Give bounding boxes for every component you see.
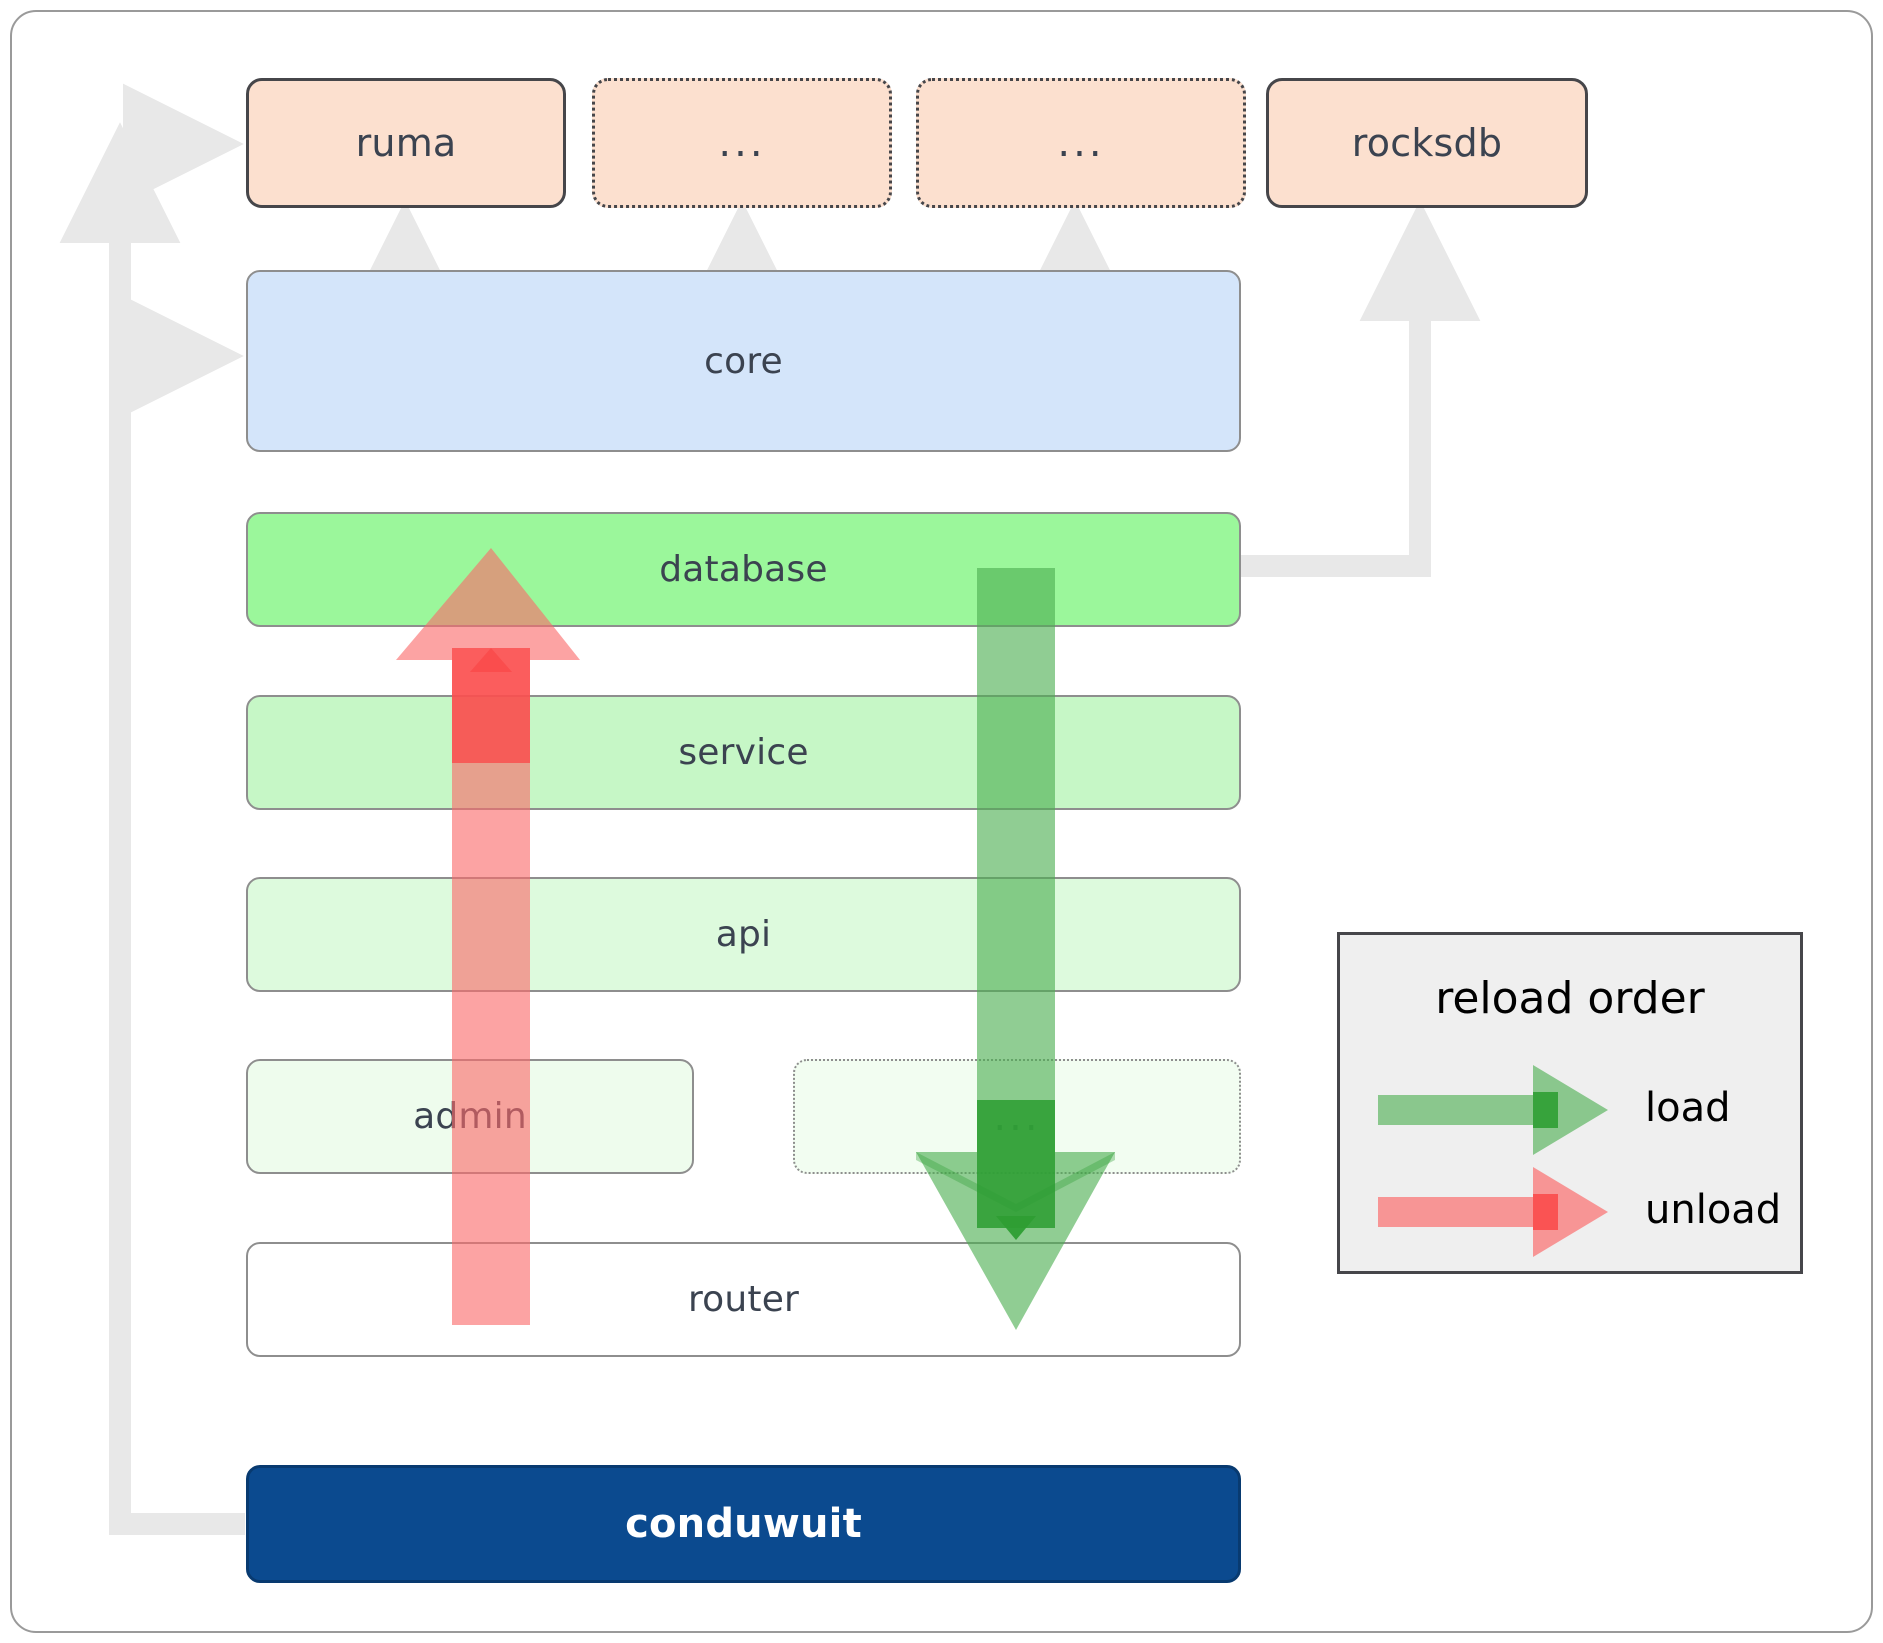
module-database[interactable]: database (246, 512, 1241, 627)
module-service[interactable]: service (246, 695, 1241, 810)
module-admin[interactable]: admin (246, 1059, 694, 1174)
binary-conduwuit-label: conduwuit (625, 1501, 862, 1547)
legend-load-arrow (1378, 1065, 1608, 1155)
legend-unload-arrow (1378, 1167, 1608, 1257)
crate-placeholder-2[interactable]: ... (916, 78, 1246, 208)
legend-load-arrow-body (1378, 1065, 1608, 1155)
legend-title: reload order (1435, 973, 1705, 1024)
legend: reload order load unload (1337, 932, 1803, 1274)
module-admin-label: admin (413, 1096, 527, 1137)
module-api[interactable]: api (246, 877, 1241, 992)
module-api-label: api (715, 914, 772, 955)
module-router[interactable]: router (246, 1242, 1241, 1357)
module-placeholder[interactable]: ... (793, 1059, 1241, 1174)
legend-unload-label: unload (1645, 1187, 1782, 1233)
module-router-label: router (687, 1279, 800, 1320)
crate-placeholder-2-label: ... (1057, 120, 1105, 166)
crate-ruma-label: ruma (355, 121, 457, 165)
crate-placeholder-1[interactable]: ... (592, 78, 892, 208)
legend-load-arrow-core (1533, 1092, 1558, 1128)
module-placeholder-label: ... (993, 1093, 1041, 1140)
legend-unload-arrow-body (1378, 1167, 1608, 1257)
binary-conduwuit[interactable]: conduwuit (246, 1465, 1241, 1583)
legend-unload-arrow-core (1533, 1194, 1558, 1230)
module-service-label: service (678, 732, 809, 773)
crate-ruma[interactable]: ruma (246, 78, 566, 208)
diagram-frame (10, 10, 1873, 1633)
legend-load-label: load (1645, 1085, 1731, 1131)
crate-rocksdb-label: rocksdb (1351, 121, 1503, 165)
crate-placeholder-1-label: ... (718, 120, 766, 166)
module-core[interactable]: core (246, 270, 1241, 452)
crate-rocksdb[interactable]: rocksdb (1266, 78, 1588, 208)
module-core-label: core (704, 340, 783, 382)
module-database-label: database (659, 549, 828, 590)
